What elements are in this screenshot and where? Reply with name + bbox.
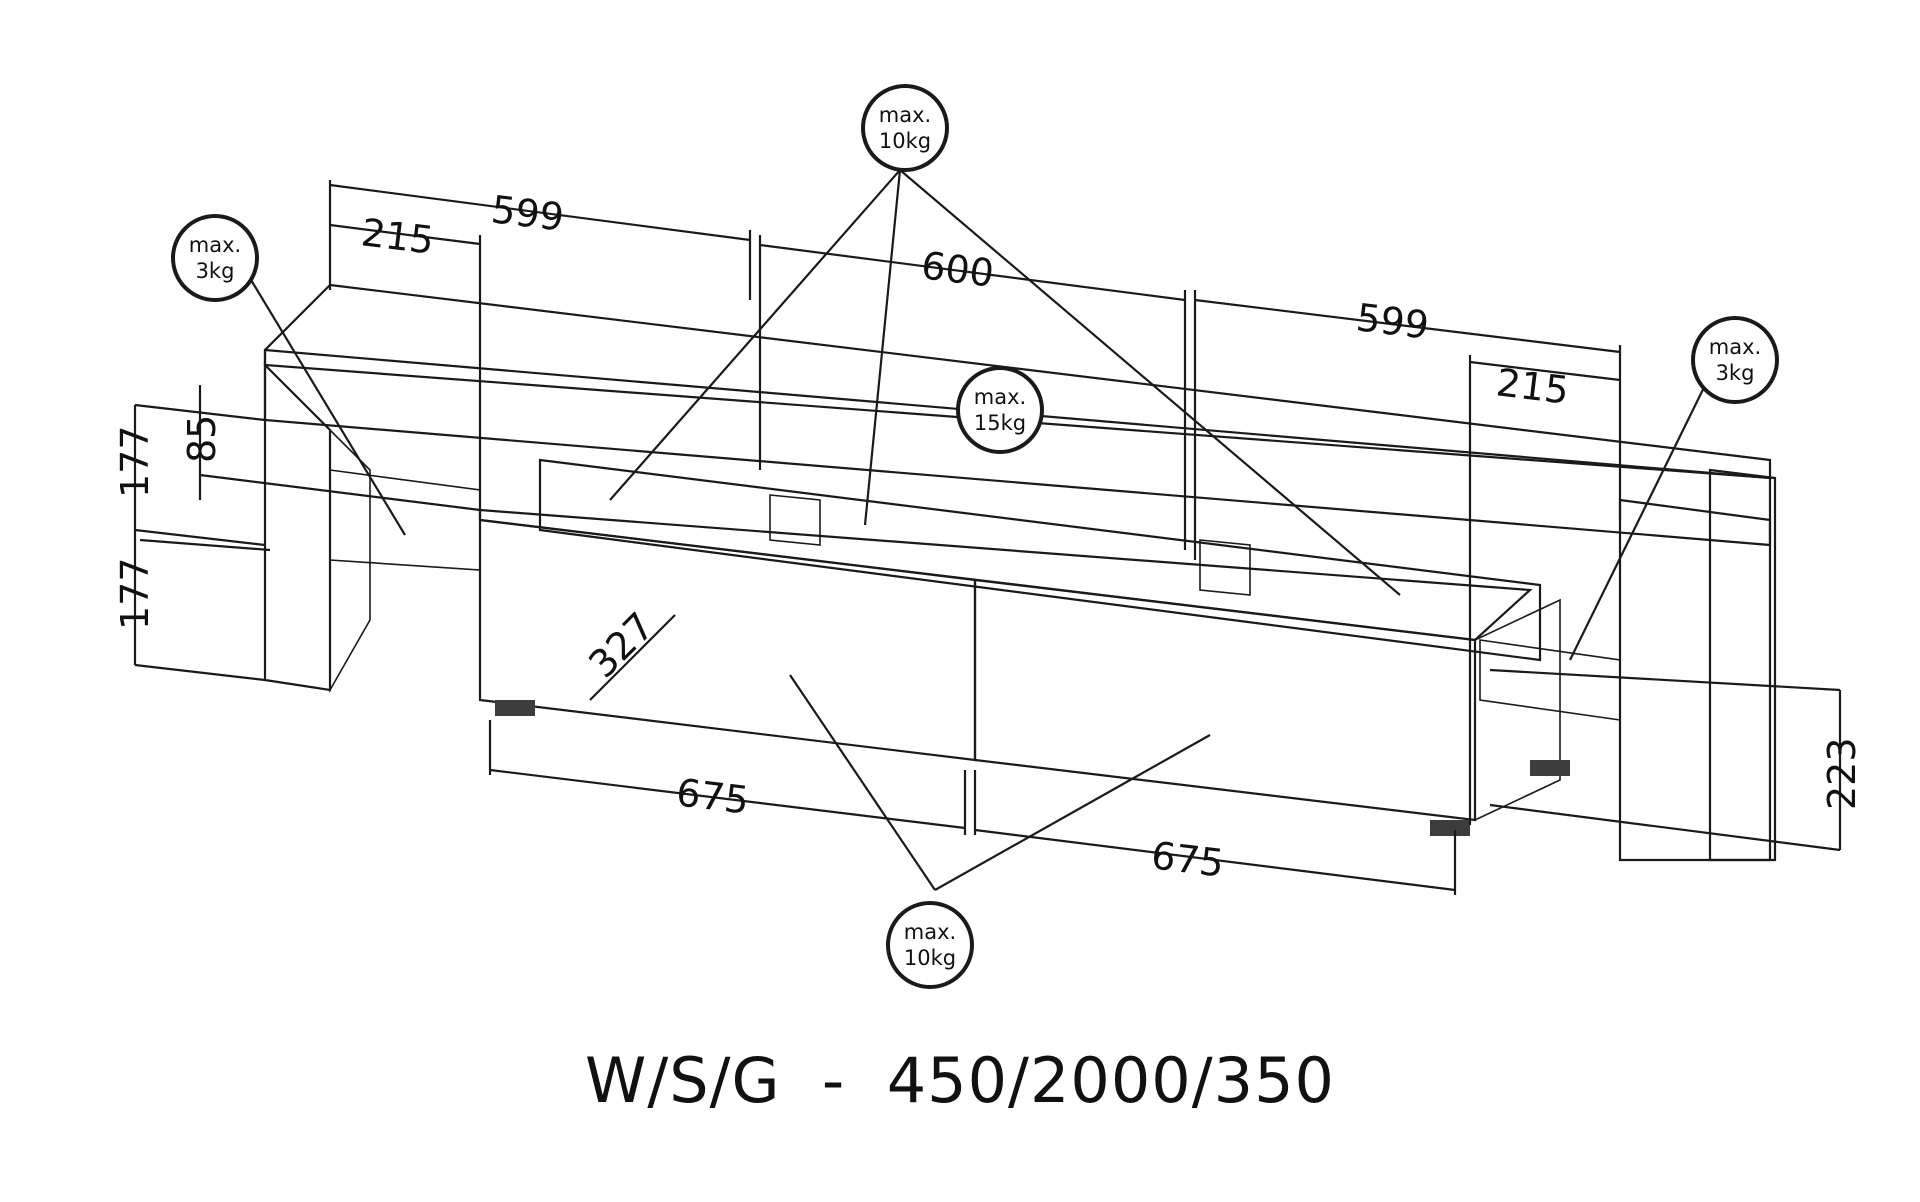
svg-text:max.: max. (1709, 335, 1761, 359)
svg-text:3kg: 3kg (196, 259, 235, 283)
dim-top-thickness: 85 (180, 415, 224, 463)
dim-top-left-width: 599 (489, 187, 566, 240)
dim-left-height-upper: 177 (113, 425, 157, 498)
dim-drawer-left-width: 675 (674, 770, 751, 823)
dim-drawer-depth: 327 (580, 604, 662, 686)
svg-text:max.: max. (189, 233, 241, 257)
dim-left-height-lower: 177 (113, 557, 157, 630)
svg-text:max.: max. (904, 920, 956, 944)
load-badge-middle: max. 15kg (956, 366, 1044, 454)
svg-text:max.: max. (974, 385, 1026, 409)
dimension-lines (133, 169, 1842, 895)
svg-text:3kg: 3kg (1716, 361, 1755, 385)
left-drawer-front (478, 518, 977, 762)
load-badge-bottom: max. 10kg (886, 901, 974, 989)
load-badge-right: max. 3kg (1691, 316, 1779, 404)
dim-drawer-right-width: 675 (1149, 833, 1226, 886)
dim-top-right-width: 599 (1354, 295, 1431, 348)
dim-top-right-inset: 215 (1494, 360, 1571, 413)
product-dimensions-caption: W/S/G - 450/2000/350 (585, 1044, 1335, 1117)
svg-text:10kg: 10kg (879, 129, 931, 153)
dimension-labels: 599 215 600 599 215 177 85 177 327 675 6… (113, 187, 1864, 886)
dim-right-height: 223 (1820, 737, 1864, 810)
right-drawer-front (973, 578, 1477, 822)
svg-text:10kg: 10kg (904, 946, 956, 970)
svg-text:15kg: 15kg (974, 411, 1026, 435)
svg-text:max.: max. (879, 103, 931, 127)
load-badge-top-center: max. 10kg (861, 84, 949, 172)
dim-top-left-inset: 215 (359, 210, 436, 263)
load-badge-left: max. 3kg (171, 214, 259, 302)
dim-top-middle-width: 600 (919, 243, 996, 296)
